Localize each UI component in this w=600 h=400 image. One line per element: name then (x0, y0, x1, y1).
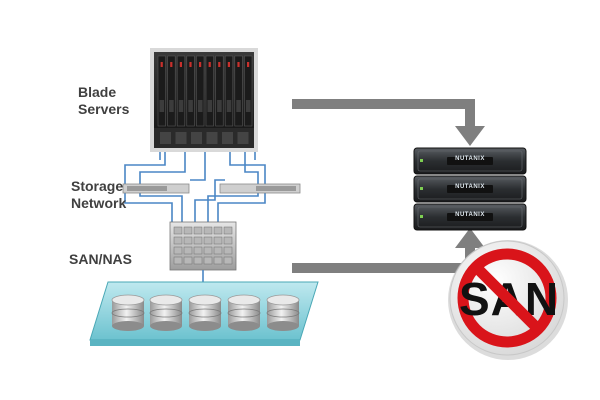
nutanix-logo-text: NUTANIX (455, 156, 485, 162)
blade-led (160, 62, 163, 67)
drive-slot (203, 246, 213, 255)
blade-handle (169, 100, 174, 112)
blade-handle (197, 100, 203, 112)
chassis-psu (222, 132, 233, 144)
arrow-blade-to-nutanix (292, 99, 485, 146)
node-status-led (420, 215, 423, 218)
drive-slot (223, 236, 233, 245)
label-blade-servers: Blade Servers (78, 84, 130, 117)
nutanix-node (413, 175, 527, 203)
disk-icon (188, 294, 222, 331)
drive-slot (173, 226, 183, 235)
prohibited-icon (457, 248, 557, 348)
chassis-psu (206, 132, 218, 144)
blade-led (218, 62, 221, 67)
blade-led (227, 62, 230, 67)
drive-slot (183, 246, 193, 255)
drive-slot (203, 236, 213, 245)
blade-slot (215, 55, 224, 127)
blade-led (199, 62, 202, 67)
drive-slot (213, 236, 223, 245)
blade-led (237, 62, 240, 67)
chassis-psu (160, 132, 171, 144)
node-status-led (420, 159, 423, 162)
blade-slot (224, 55, 234, 127)
disk-icon (266, 294, 300, 331)
drive-slot (193, 256, 203, 265)
storage-disk-tray (89, 281, 319, 346)
drive-slot (183, 226, 193, 235)
disk-icon (111, 294, 145, 331)
nutanix-logo-text: NUTANIX (455, 184, 485, 190)
blade-handle (217, 100, 222, 112)
drive-slot (213, 246, 223, 255)
nutanix-logo-plate (447, 157, 493, 165)
blade-handle (159, 100, 165, 112)
drive-slot (223, 256, 233, 265)
blade-slot (167, 55, 176, 127)
nutanix-logo-plate (447, 185, 493, 193)
blade-handle (207, 100, 213, 112)
drive-slot (173, 256, 183, 265)
chassis-psu (175, 132, 187, 144)
drive-slot (213, 256, 223, 265)
blade-slot (157, 55, 166, 127)
blade-handle (245, 100, 251, 112)
drive-slot (193, 226, 203, 235)
blade-handle (236, 100, 241, 112)
blade-handle (178, 100, 184, 112)
node-status-led (420, 187, 423, 190)
drive-slot (223, 226, 233, 235)
chassis-psu (237, 132, 249, 144)
nutanix-logo-plate (447, 213, 493, 221)
blade-led (179, 62, 182, 67)
drive-slot (203, 226, 213, 235)
drive-slot (193, 236, 203, 245)
drive-slot (173, 246, 183, 255)
label-storage-network: Storage Network (71, 178, 127, 211)
blade-handle (226, 100, 232, 112)
blade-server-chassis (150, 48, 258, 152)
blade-slot (244, 55, 253, 127)
arrow-san-to-nutanix (292, 228, 485, 273)
san-nas-drive-slots (173, 226, 233, 265)
blade-led (247, 62, 250, 67)
blade-slot (205, 55, 214, 127)
blade-handle (188, 100, 193, 112)
nutanix-node (413, 203, 527, 231)
drive-slot (223, 246, 233, 255)
storage-switch-left (122, 183, 190, 194)
label-san-nas: SAN/NAS (69, 251, 133, 267)
drive-slot (213, 226, 223, 235)
nutanix-node (413, 147, 527, 175)
blade-led (208, 62, 211, 67)
nutanix-node-stack (413, 147, 527, 231)
chassis-psu (191, 132, 202, 144)
drive-slot (183, 236, 193, 245)
blade-slot (234, 55, 243, 127)
blade-led (170, 62, 173, 67)
disk-icon (227, 294, 261, 331)
nutanix-logo-text: NUTANIX (455, 212, 485, 218)
blade-slots (157, 55, 253, 144)
drive-slot (193, 246, 203, 255)
drive-slot (183, 256, 193, 265)
san-nas-appliance (169, 221, 237, 271)
no-san-sign-text: SAN (458, 273, 560, 325)
drive-slot (173, 236, 183, 245)
blade-slot (196, 55, 205, 127)
blade-led (189, 62, 192, 67)
disk-icon (149, 294, 183, 331)
drive-slot (203, 256, 213, 265)
storage-switch-right (219, 183, 301, 194)
blade-slot (176, 55, 186, 127)
blade-slot (186, 55, 195, 127)
